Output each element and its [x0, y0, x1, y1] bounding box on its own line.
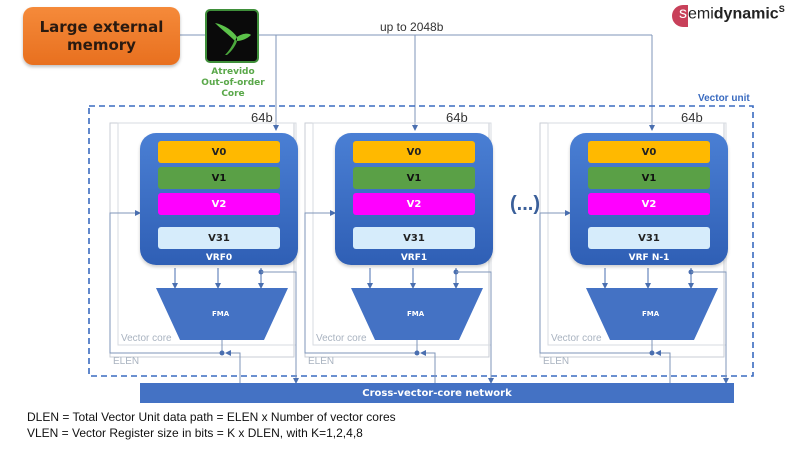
- elen-label: ELEN: [113, 356, 140, 367]
- vrf-to-network-wire: [456, 271, 494, 384]
- network-return-wire: [225, 350, 241, 383]
- semidynamics-logo: semidynamicS: [672, 4, 785, 28]
- atrevido-core-icon: [205, 9, 259, 63]
- register-v0: V0: [158, 141, 280, 163]
- vrf-name: VRF1: [400, 253, 428, 263]
- vrf-to-network-wire: [691, 271, 729, 384]
- vrf-name: VRF0: [205, 253, 233, 263]
- bus-width-label: up to 2048b: [380, 20, 444, 34]
- register-v31: V31: [353, 227, 475, 249]
- elen-label: ELEN: [308, 356, 335, 367]
- vlen-formula: VLEN = Vector Register size in bits = K …: [27, 426, 363, 440]
- fma-feedback-wire: [304, 210, 418, 354]
- fma-label: FMA: [407, 310, 425, 318]
- vrf-to-network-wire: [261, 271, 299, 384]
- register-v0: V0: [588, 141, 710, 163]
- fma-unit: [351, 288, 483, 340]
- dlen-formula: DLEN = Total Vector Unit data path = ELE…: [27, 410, 396, 424]
- fma-unit: [156, 288, 288, 340]
- more-cores-ellipsis: (...): [510, 193, 540, 215]
- junction-dot: [414, 350, 420, 356]
- register-v0: V0: [353, 141, 475, 163]
- cross-vector-core-network: Cross-vector-core network: [140, 383, 734, 403]
- fma-feedback-wire: [109, 210, 223, 354]
- lane-width-label: 64b: [681, 110, 703, 125]
- network-return-wire: [420, 350, 436, 383]
- vector-unit-label: Vector unit: [698, 93, 750, 104]
- network-return-wire: [655, 350, 671, 383]
- register-v1: V1: [353, 167, 475, 189]
- vector-core-label: Vector core: [121, 333, 172, 344]
- register-v31: V31: [588, 227, 710, 249]
- fma-feedback-wire: [539, 210, 653, 354]
- register-v1: V1: [158, 167, 280, 189]
- vector-unit-boundary: [88, 105, 754, 377]
- fma-label: FMA: [212, 310, 230, 318]
- mantis-logo-icon: [215, 23, 251, 55]
- lane-width-label: 64b: [251, 110, 273, 125]
- vrf-name: VRF N-1: [628, 253, 670, 263]
- register-v31: V31: [158, 227, 280, 249]
- elen-label: ELEN: [543, 356, 570, 367]
- junction-dot: [219, 350, 225, 356]
- lane-width-label: 64b: [446, 110, 468, 125]
- memory-label-line1: Large external: [39, 18, 164, 36]
- fma-label: FMA: [642, 310, 660, 318]
- vector-core-label: Vector core: [316, 333, 367, 344]
- register-v2: V2: [158, 193, 280, 215]
- register-v2: V2: [588, 193, 710, 215]
- fma-unit: [586, 288, 718, 340]
- register-v2: V2: [353, 193, 475, 215]
- memory-label-line2: memory: [67, 36, 136, 54]
- vector-core-label: Vector core: [551, 333, 602, 344]
- register-v1: V1: [588, 167, 710, 189]
- junction-dot: [649, 350, 655, 356]
